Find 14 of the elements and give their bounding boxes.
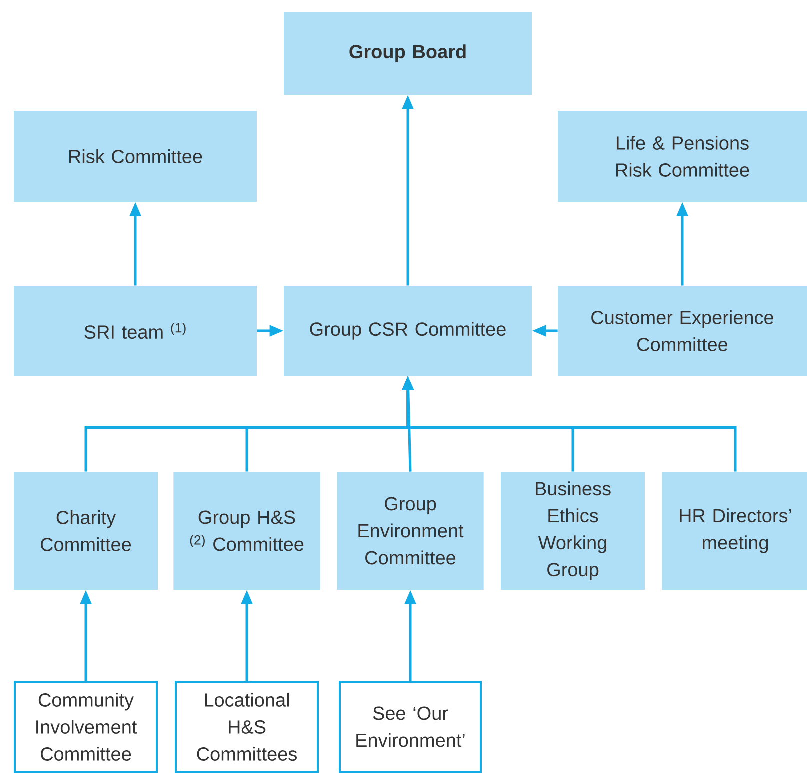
committee-box: Life & Pensions Risk Committee	[558, 110, 807, 202]
committee-box: HR Directors’ meeting	[662, 472, 807, 590]
committee-box: Group H&S $^{(2)}$ Committee	[174, 472, 320, 590]
committee-box: Group Board	[284, 12, 532, 95]
committee-box: SRI team $^{(1)}$	[14, 286, 257, 376]
committee-box: Charity Committee	[14, 472, 158, 590]
outlined-box: Community Involvement Committee	[14, 680, 158, 773]
committee-box: Group Environment Committee	[337, 472, 484, 590]
committee-box: Group CSR Committee	[284, 286, 532, 376]
outlined-box: Locational H&S Committees	[175, 680, 319, 773]
committee-box: Customer Experience Committee	[558, 286, 807, 376]
committee-box: Risk Committee	[14, 110, 257, 202]
outlined-box: See ‘Our Environment’	[339, 680, 482, 773]
committee-box: Business Ethics Working Group	[501, 472, 645, 590]
